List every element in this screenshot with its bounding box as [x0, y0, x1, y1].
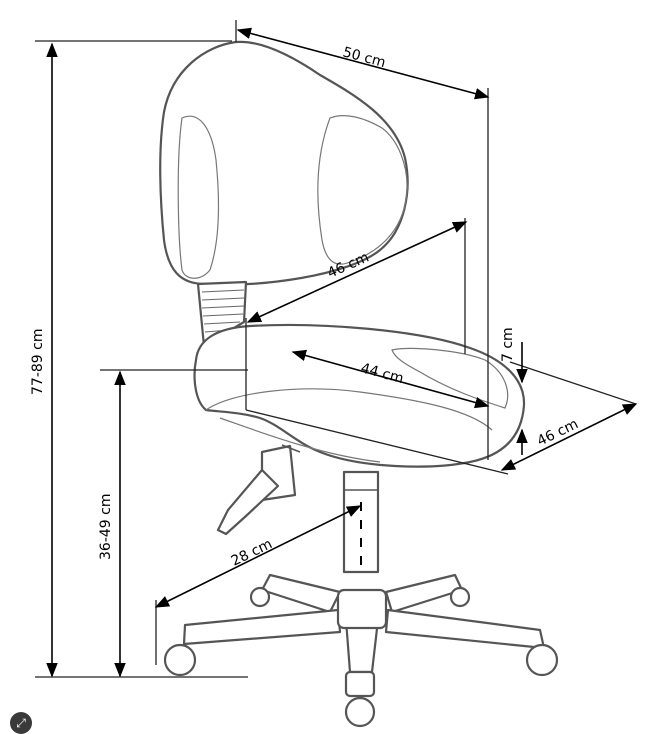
label-seat-side-depth: 46 cm — [535, 416, 581, 449]
backrest-left-panel — [177, 115, 220, 279]
label-seat-height: 36-49 cm — [98, 494, 114, 560]
chair-base — [163, 573, 559, 728]
chair-drawing — [159, 40, 559, 728]
dim-backrest-width — [236, 27, 490, 100]
label-seat-thickness: 7 cm — [500, 327, 516, 362]
expand-icon[interactable]: ⤢ — [10, 712, 32, 734]
label-base-radius: 28 cm — [229, 536, 275, 569]
label-total-height: 77-89 cm — [30, 329, 46, 395]
dim-base-radius — [154, 505, 362, 608]
dim-seat-depth-diagonal — [246, 221, 468, 323]
backrest — [159, 40, 409, 286]
extension-lines — [35, 20, 637, 678]
dim-seat-side-depth — [500, 403, 638, 471]
gas-lever — [216, 444, 301, 536]
gas-cylinder — [342, 470, 380, 574]
seat-bottom-edge — [219, 417, 381, 463]
label-backrest-width: 50 cm — [341, 44, 387, 71]
dim-seat-width — [291, 349, 490, 409]
dimension-lines — [46, 27, 638, 678]
